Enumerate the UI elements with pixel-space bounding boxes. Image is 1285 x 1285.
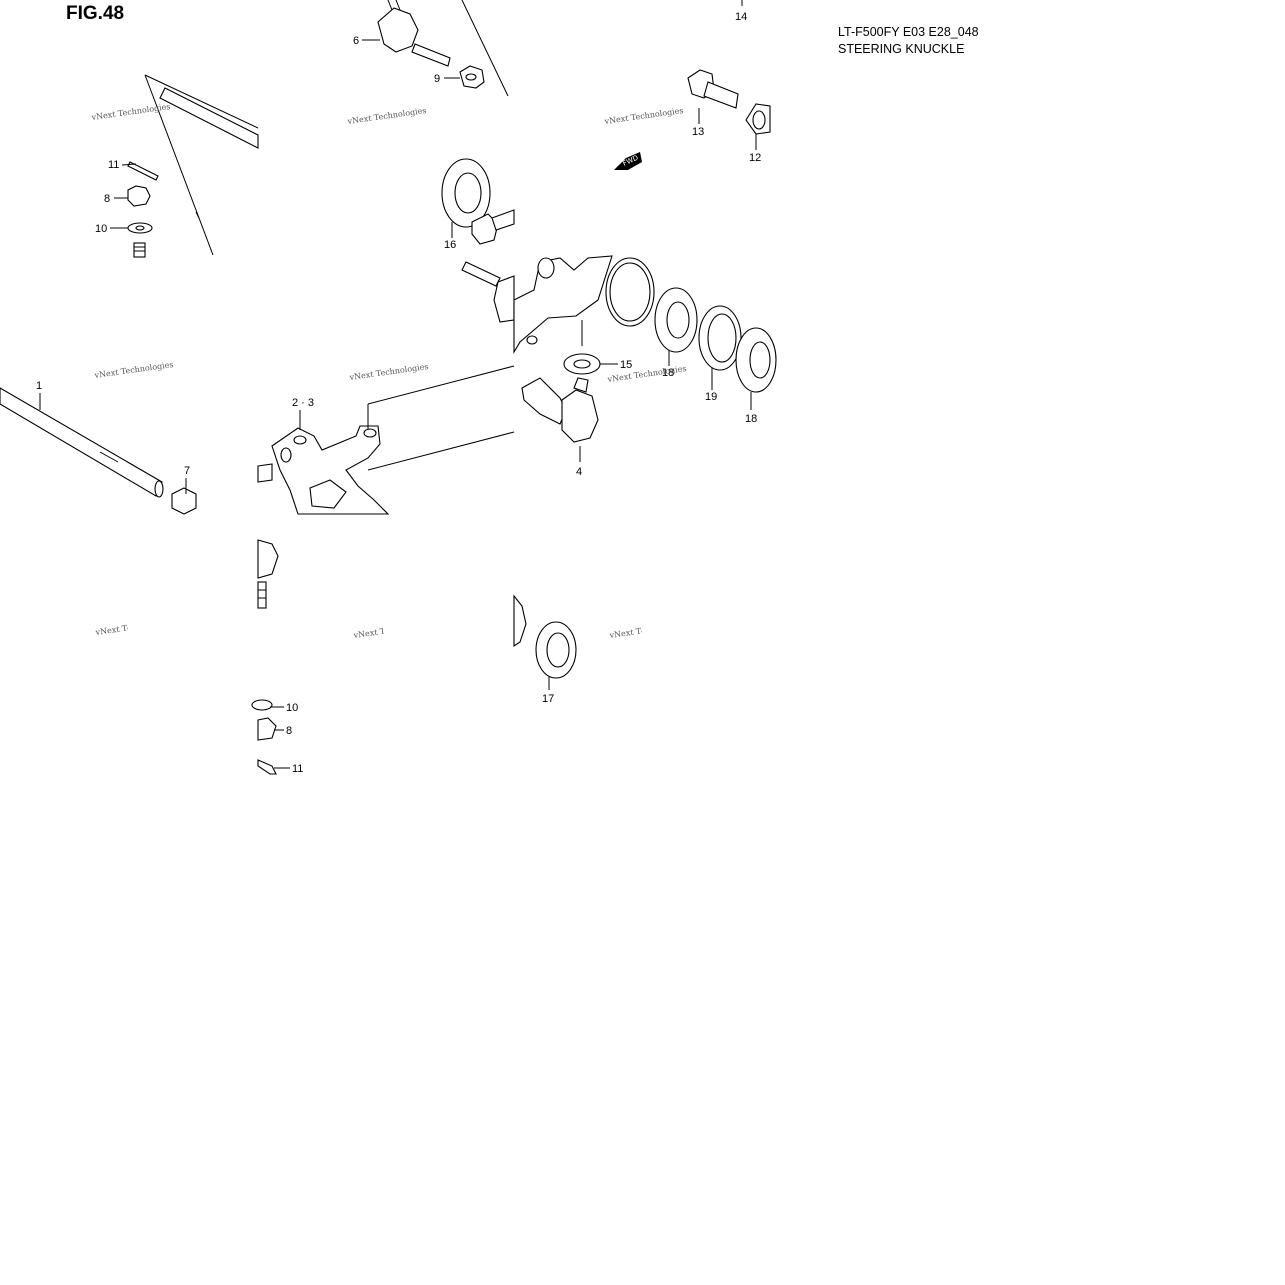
svg-text:vNext Technologies: vNext Technologies: [352, 620, 433, 640]
callout-19: 19: [705, 391, 717, 403]
figure-title: FIG.48: [66, 3, 125, 24]
callout-10-upper: 10: [95, 223, 107, 235]
callout-11-upper: 11: [108, 159, 119, 171]
cotter-pin-part-11-lower: [257, 759, 277, 775]
ball-joint-part-4: [521, 377, 599, 443]
callout-18-rear: 18: [745, 413, 757, 425]
svg-text:vNext Technologies: vNext Technologies: [94, 617, 175, 637]
callout-10-lower: 10: [286, 702, 298, 714]
callout-13: 13: [692, 126, 704, 138]
fwd-arrow-icon: FWD: [614, 152, 642, 170]
callout-8-lower: 8: [286, 725, 292, 737]
watermark: vNext Technologies: [603, 106, 684, 126]
watermark: vNext Technologies: [346, 106, 427, 126]
bearing-part-18-front: [654, 287, 698, 353]
oil-seal-part-16: [441, 158, 491, 228]
model-code: LT-F500FY E03 E28_048: [838, 25, 979, 39]
clipped-watermark: vNext Technologies vNext Technologies vN…: [94, 617, 689, 640]
steering-knuckle-part-2-3: [257, 365, 515, 515]
nut-part-7: [171, 487, 197, 515]
ball-joint-stud: [461, 261, 515, 323]
watermark: vNext Technologies: [348, 362, 429, 382]
bearing-part-18-rear: [735, 327, 777, 393]
svg-text:vNext Technologies: vNext Technologies: [608, 620, 689, 640]
watermarks: vNext Technologies vNext Technologies vN…: [90, 102, 689, 640]
callout-4: 4: [576, 466, 582, 478]
callout-11-lower: 11: [292, 763, 303, 775]
callout-9: 9: [434, 73, 440, 85]
callout-15: 15: [620, 359, 632, 371]
callout-17: 17: [542, 693, 554, 705]
nut-part-9: [459, 65, 485, 89]
section-title: STEERING KNUCKLE: [838, 42, 965, 56]
nut-part-8-upper: [127, 185, 151, 207]
callout-7: 7: [184, 465, 190, 477]
leader-lines: [39, 0, 757, 769]
seal-part-17: [513, 594, 577, 679]
callout-1: 1: [36, 380, 42, 392]
tie-rod-upper: [144, 74, 259, 256]
dust-cover-ring: [605, 257, 655, 327]
spacer-part-19: [698, 305, 742, 371]
tie-rod-part-1: [0, 387, 164, 498]
tie-rod-end-part-6: [377, 0, 509, 97]
knuckle-hub-housing: [513, 255, 613, 354]
callout-6: 6: [353, 35, 359, 47]
watermark: vNext Technologies: [90, 102, 171, 122]
callout-12: 12: [749, 152, 761, 164]
callout-18-front: 18: [662, 367, 674, 379]
washer-part-10-upper: [127, 222, 153, 234]
washer-part-12: [745, 103, 771, 135]
callout-8-upper: 8: [104, 193, 110, 205]
callout-14: 14: [735, 11, 747, 23]
watermark: vNext Technologies: [93, 360, 174, 380]
callout-labels: 1 2 · 3 4 6 7 8 8 9 10 10 11 11 12 13 14…: [36, 11, 761, 775]
stud-thread-upper: [133, 242, 146, 258]
washer-part-10-lower: [251, 699, 273, 711]
watermark: vNext Technologies: [606, 364, 687, 384]
callout-16: 16: [444, 239, 456, 251]
washer-part-15: [563, 353, 601, 375]
nut-part-8-lower: [257, 717, 277, 741]
ball-joint-lower: [257, 539, 279, 609]
bolt-upper-knuckle: [471, 209, 515, 245]
callout-2-3: 2 · 3: [292, 397, 314, 409]
bolt-part-13: [687, 69, 739, 109]
